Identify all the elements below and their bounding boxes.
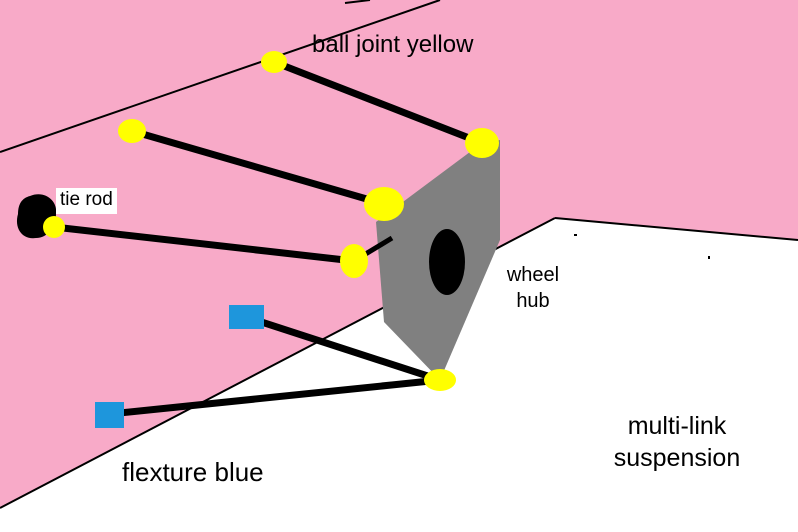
ball-joint-yellow-label: ball joint yellow <box>312 31 474 58</box>
wheel-hub-hole <box>429 229 465 295</box>
ball-joint <box>424 369 456 391</box>
speck <box>708 256 710 259</box>
ball-joint <box>43 216 65 238</box>
multi-link-suspension-label: multi-link suspension <box>602 410 752 474</box>
lower-link-rear <box>244 313 442 384</box>
wheel-hub-label: wheel hub <box>500 262 566 314</box>
speck <box>574 234 577 236</box>
multi-link-label-line: suspension <box>613 444 741 472</box>
wall-floor-edge-right <box>554 217 798 241</box>
wheel-hub-label-line: wheel <box>506 264 560 286</box>
tie-rod-link <box>53 223 355 265</box>
flexture-block <box>229 305 264 329</box>
flexture-blue-label: flexture blue <box>122 457 264 487</box>
wheel-hub-label-line: hub <box>516 290 550 312</box>
flexture-block <box>95 402 124 428</box>
tie-rod-label: tie rod <box>56 188 117 214</box>
wall-line-upper <box>0 0 441 153</box>
floor <box>0 218 798 532</box>
lower-link-front <box>109 376 441 418</box>
wall-line-top <box>344 0 371 4</box>
upper-link-rear <box>272 58 484 147</box>
ball-joint <box>364 187 404 221</box>
upper-link-front <box>131 127 385 208</box>
ball-joint <box>465 128 499 158</box>
multi-link-label-line: multi-link <box>627 412 727 440</box>
ball-joint <box>118 119 146 143</box>
ball-joint <box>261 51 287 73</box>
ball-joint <box>340 244 368 278</box>
